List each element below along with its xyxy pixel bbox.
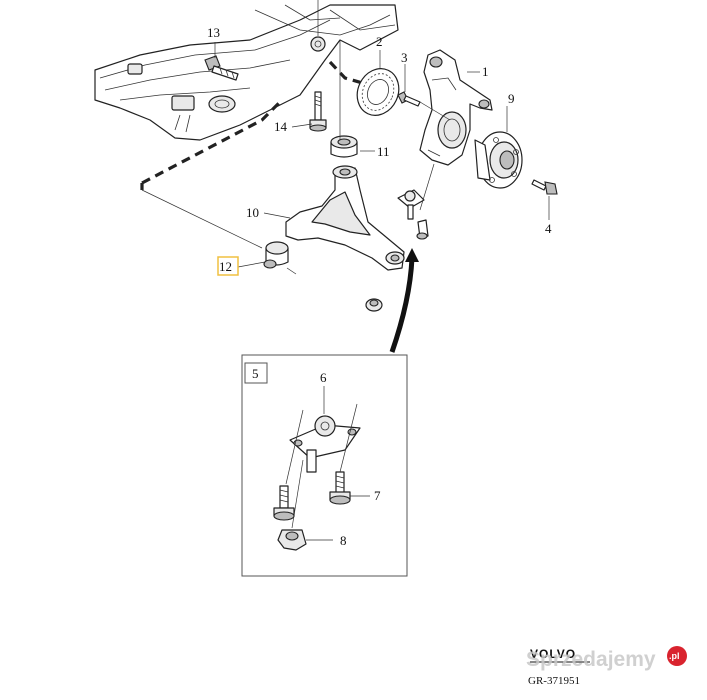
callout-5: 5 [252,366,259,381]
callout-6: 6 [320,370,327,385]
part-12-bushing[interactable] [263,241,289,269]
watermark-suffix: .pl [669,651,680,661]
part-6-ball-joint[interactable] [289,415,361,473]
watermark: Sprzedajemy .pl [526,646,687,671]
callout-14: 14 [274,119,288,134]
part-14-long-bolt[interactable] [309,91,327,132]
leader-lines [141,0,550,275]
part-1-steering-knuckle[interactable] [419,49,493,166]
detail-arrow [389,248,419,353]
part-10-control-arm[interactable] [285,165,405,271]
part-inset-bolt-left[interactable] [273,485,295,521]
callout-4: 4 [545,221,552,236]
diagram-reference: GR-371951 [528,675,580,687]
callout-numbers: 1 2 3 4 5 6 7 8 9 10 11 12 13 14 [207,25,552,548]
callout-12: 12 [219,259,232,274]
brand-label: VOLVO [530,647,576,661]
part-3-bolt[interactable] [397,91,421,107]
ball-joint-assembly-top[interactable] [397,189,429,240]
callout-13: 13 [207,25,220,40]
part-4-bolt[interactable] [531,179,558,195]
part-11-bushing[interactable] [330,135,358,158]
lower-nut[interactable] [365,298,383,312]
part-7-bolt[interactable] [329,471,351,505]
part-8-nut[interactable] [277,529,307,551]
detail-inset-5 [241,354,408,577]
callout-7: 7 [374,488,381,503]
callout-9: 9 [508,91,515,106]
callout-1: 1 [482,64,489,79]
footer: VOLVO GR-371951 [528,647,590,687]
callout-8: 8 [340,533,347,548]
watermark-badge [667,646,687,666]
watermark-text: Sprzedajemy [526,648,656,671]
callout-10: 10 [246,205,259,220]
part-13-bolt[interactable] [204,55,239,81]
front-subframe [94,4,399,141]
part-2-abs-ring[interactable] [350,62,407,122]
callout-2: 2 [376,34,383,49]
callout-11: 11 [377,144,390,159]
callout-12-highlight [217,256,239,276]
part-9-wheel-hub[interactable] [474,131,523,189]
callout-3: 3 [401,50,408,65]
